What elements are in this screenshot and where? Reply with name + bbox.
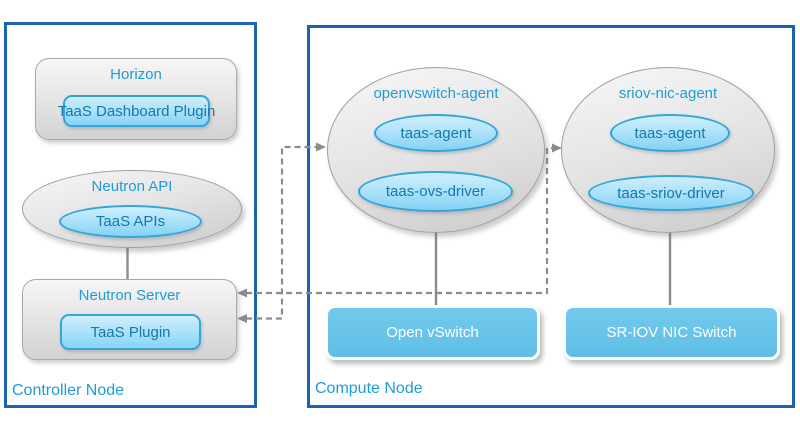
taas-plugin-box: TaaS Plugin (60, 314, 201, 350)
controller-node-label: Controller Node (12, 382, 125, 399)
taas-agent-ellipse-sriov: taas-agent (610, 114, 730, 152)
taas-ovs-driver-label: taas-ovs-driver (385, 183, 486, 200)
neutron-server-label: Neutron Server (78, 287, 181, 304)
taas-apis-label: TaaS APIs (95, 213, 166, 230)
openvswitch-agent-label: openvswitch-agent (373, 85, 499, 102)
taas-ovs-driver-ellipse: taas-ovs-driver (358, 171, 513, 212)
neutron-api-label: Neutron API (91, 178, 173, 195)
taas-sriov-driver-ellipse: taas-sriov-driver (588, 175, 754, 211)
taas-agent-sriov-label: taas-agent (634, 124, 706, 142)
open-vswitch-label: Open vSwitch (386, 324, 479, 341)
open-vswitch-box: Open vSwitch (325, 305, 540, 360)
sriov-nic-agent-label: sriov-nic-agent (618, 85, 718, 102)
taas-apis-ellipse: TaaS APIs (59, 205, 202, 238)
sriov-nic-switch-box: SR-IOV NIC Switch (563, 305, 780, 360)
taas-dashboard-plugin-label: TaaS Dashboard Plugin (57, 102, 216, 120)
compute-node-label: Compute Node (315, 380, 423, 397)
taas-plugin-label: TaaS Plugin (90, 323, 171, 341)
horizon-label: Horizon (110, 66, 162, 83)
sriov-nic-switch-label: SR-IOV NIC Switch (606, 324, 737, 341)
taas-sriov-driver-label: taas-sriov-driver (617, 184, 725, 202)
taas-agent-ovs-label: taas-agent (400, 124, 472, 142)
taas-dashboard-plugin-box: TaaS Dashboard Plugin (58, 95, 215, 127)
taas-agent-ellipse-ovs: taas-agent (374, 114, 498, 152)
